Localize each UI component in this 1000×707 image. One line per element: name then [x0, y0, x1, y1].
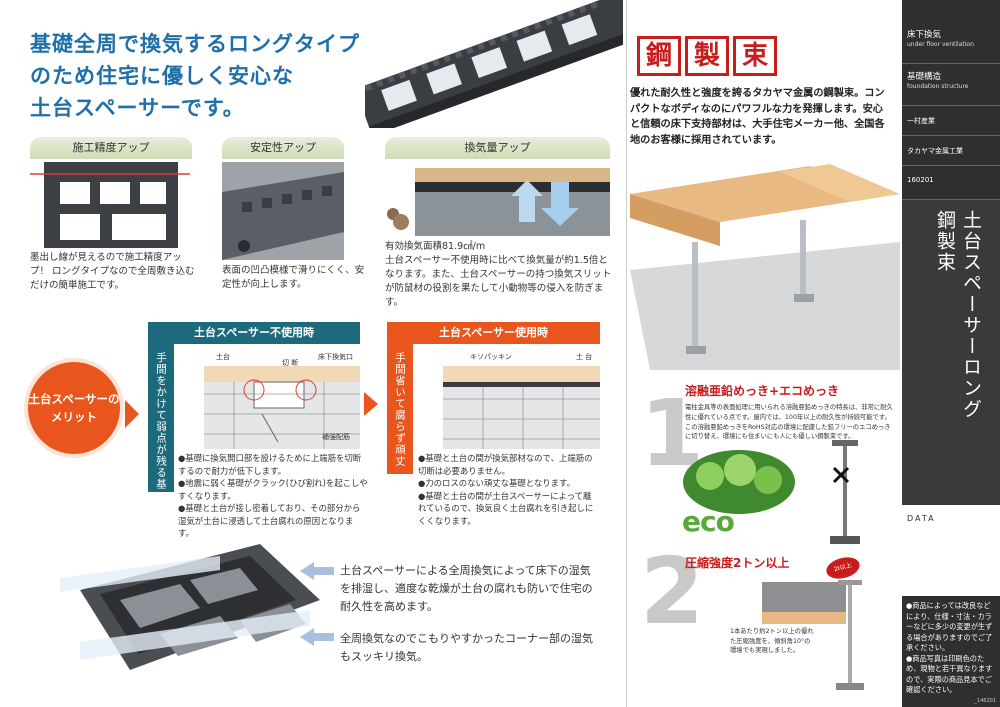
full-ventilation-text: 土台スペーサーによる全周換気によって床下の湿気を排湿し、適度な乾燥が土台の腐れも… [340, 564, 593, 613]
post-diagram [820, 440, 870, 544]
steel-title-char: 束 [733, 36, 777, 76]
with-bullets: ●基礎と土台の間が換気部材なので、上端筋の切断は必要ありません。 ●力のロスのな… [418, 452, 596, 527]
with-bullet: ●力のロスのない頑丈な基礎となります。 [418, 478, 575, 488]
ventilation-caption: 有効換気面積81.9㎠/m 土台スペーサー不使用時に比べて換気量が約1.5倍とな… [385, 241, 612, 308]
precision-image [30, 162, 190, 248]
headline: 基礎全周で換気するロングタイプ のため住宅に優しく安心な 土台スペーサーです。 [30, 28, 400, 124]
without-bullet: ●地震に弱く基礎がクラック(ひび割れ)を起こしやすくなります。 [178, 478, 368, 501]
without-header: 土台スペーサー不使用時 [148, 322, 360, 344]
tab-ventilation: 換気量アップ [385, 137, 610, 159]
headline-line-2: のため住宅に優しく安心な [30, 64, 294, 88]
sidebar-top [902, 0, 1000, 200]
sidebar-row: 基礎構造 foundation structure [902, 64, 1000, 106]
label-dodai-2: 土 台 [576, 353, 593, 361]
page-divider [626, 0, 627, 707]
spacer-product-image [365, 0, 623, 128]
sidebar-title-panel [902, 200, 1000, 505]
with-header: 土台スペーサー使用時 [387, 322, 600, 344]
without-diagram [174, 344, 360, 449]
section-1-body: 電柱金具等の表面処理に用いられる溶融亜鉛めっきの特長は、非常に耐久性に優れている… [685, 404, 893, 441]
arrow-left-icon [300, 562, 334, 580]
merit-badge: 土台スペーサーのメリット [28, 362, 120, 454]
steel-title-char: 製 [685, 36, 729, 76]
eco-logo: eco [682, 505, 735, 538]
headline-line-1: 基礎全周で換気するロングタイプ [30, 32, 360, 56]
section-1: 溶融亜鉛めっき+エコめっき 電柱金具等の表面処理に用いられる溶融亜鉛めっきの特長… [685, 382, 895, 442]
section-number-2: 2 [640, 538, 705, 645]
label-packing: キソパッキン [470, 353, 512, 361]
section-1-title: 溶融亜鉛めっき+エコめっき [685, 384, 840, 398]
sidebar-title-2: 鋼製束 [934, 210, 956, 273]
without-bullets: ●基礎に換気開口部を設けるために上端筋を切断するので耐力が低下します。 ●地震に… [178, 452, 368, 540]
steel-intro: 優れた耐久性と強度を誇るタカヤマ金属の鋼製束。コンパクトなボディなのにパワフルな… [630, 88, 885, 146]
post-image-2 [830, 580, 870, 690]
stability-image [222, 162, 344, 260]
with-band: 手間省いて腐らず頑丈 [387, 344, 413, 474]
without-bullet: ●基礎と土台が接し密着しており、その部分から湿気が土台に浸透して土台腐れの原因と… [178, 503, 361, 538]
section-2: 圧縮強度2トン以上 [685, 554, 855, 571]
sidebar-row: 160201 [902, 166, 1000, 200]
sidebar-note: ●商品によっては改良などにより、仕様・寸法・カラーなどに多少の変更が生ずる場合が… [902, 596, 1000, 698]
arrow-left-icon [300, 628, 334, 646]
sidebar-row-jp: 基礎構造 [907, 72, 942, 82]
eco-plant-image [680, 448, 798, 516]
sidebar: 床下換気 under floor ventilation 基礎構造 founda… [902, 0, 1000, 707]
compare-arrow-icon [364, 392, 378, 416]
stability-caption: 表面の凹凸模様で滑りにくく、安定性が向上します。 [222, 265, 365, 290]
load-test-image [756, 578, 852, 624]
tab-precision: 施工精度アップ [30, 137, 192, 159]
label-dodai: 土台 [216, 353, 230, 361]
section-2-note: 1本あたり約2トン以上の優れた圧縮強度を、傾斜角10°の環境でも実現しました。 [730, 628, 814, 654]
corner-ventilation-text: 全周換気なのでこもりやすかったコーナー部の湿気もスッキリ換気。 [340, 632, 593, 663]
sidebar-footer: _146201 [902, 698, 1000, 707]
sidebar-row: 一村産業 [902, 106, 1000, 136]
label-cut: 切 断 [282, 359, 299, 367]
label-vent: 床下換気口 [318, 353, 353, 361]
section-2-title: 圧縮強度2トン以上 [685, 556, 790, 570]
precision-caption: 墨出し線が見えるので施工精度アップ！ ロングタイプなので全周敷き込むだけの簡単施… [30, 252, 195, 291]
ventilation-image [385, 162, 610, 236]
label-rebar: 補強配筋 [322, 433, 350, 441]
with-diagram [413, 344, 600, 449]
steel-title: 鋼 製 束 [637, 36, 777, 76]
without-band: 手間をかけて弱点が残る基礎 [129, 344, 174, 492]
sidebar-data-label: DATA [907, 514, 936, 523]
without-bullet: ●基礎に換気開口部を設けるために上端筋を切断するので耐力が低下します。 [178, 453, 362, 476]
sidebar-row-jp: 床下換気 [907, 30, 942, 40]
steel-title-char: 鋼 [637, 36, 681, 76]
with-bullet: ●基礎と土台の間が換気部材なので、上端筋の切断は必要ありません。 [418, 453, 593, 476]
sidebar-row-en: under floor ventilation [907, 41, 974, 48]
sidebar-row-en: foundation structure [907, 83, 969, 90]
headline-line-3: 土台スペーサーです。 [30, 96, 245, 120]
merit-arrow-icon [125, 400, 139, 428]
steel-post-image [630, 150, 900, 370]
with-bullet: ●基礎と土台の間が土台スペーサーによって離れているので、換気良く土台腐れを引き起… [418, 490, 594, 526]
sidebar-row: 床下換気 under floor ventilation [902, 22, 1000, 64]
sidebar-title-1: 土台スペーサーロング [960, 210, 982, 420]
sidebar-row: タカヤマ金属工業 [902, 136, 1000, 166]
full-ventilation-image [60, 530, 340, 700]
tab-stability: 安定性アップ [222, 137, 344, 159]
